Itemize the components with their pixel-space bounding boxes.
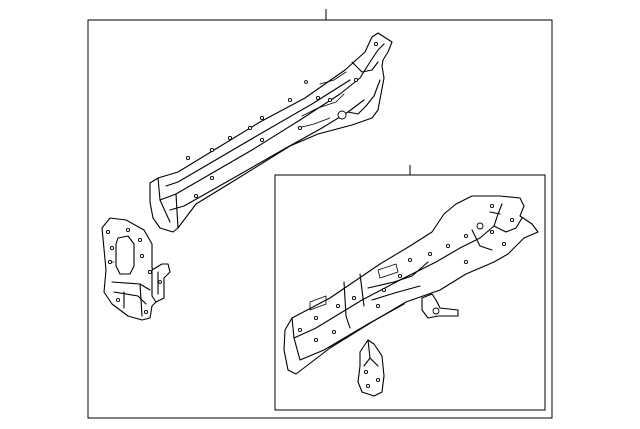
main-assembly-frame [87,9,553,419]
vertical-bracket [357,339,385,397]
lower-rail [283,195,539,375]
sub-assembly-frame [274,165,546,411]
outer-frame-border [87,19,553,419]
front-bracket [101,217,159,321]
small-clip [421,293,459,319]
small-bracket-tab [151,263,171,303]
upper-rail [149,32,393,233]
